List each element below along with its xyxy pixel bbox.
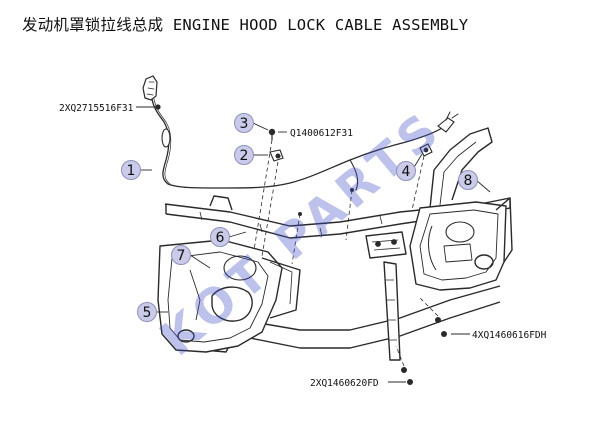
part-number-labels: 2XQ2715516F31 Q1400612F31 4XQ1460616FDH … [59, 103, 547, 389]
callout-4: 4 [396, 161, 416, 181]
right-side-panel [409, 197, 513, 291]
callout-2-label: 2 [240, 148, 249, 164]
callout-6-label: 6 [216, 230, 225, 246]
part-number-2xq2715516f31: 2XQ2715516F31 [59, 103, 134, 114]
clip-bolt-3 [268, 128, 276, 140]
part-number-2xq1460620fd: 2XQ1460620FD [310, 378, 379, 389]
callout-5-label: 5 [143, 305, 152, 321]
cable-clip-4 [419, 143, 433, 157]
hood-lock-cable [142, 75, 459, 191]
callout-3: 3 [234, 113, 254, 133]
left-side-panel [157, 239, 301, 353]
callout-1: 1 [121, 160, 141, 180]
callout-5: 5 [137, 302, 157, 322]
callout-3-label: 3 [240, 116, 249, 132]
cable-clip-2 [269, 149, 284, 162]
callouts: 1 2 3 4 5 6 7 [121, 113, 478, 322]
part-number-q1400612f31: Q1400612F31 [290, 128, 353, 139]
dashed-guide-lines [253, 139, 439, 367]
callout-1-label: 1 [127, 163, 136, 179]
callout-2: 2 [234, 145, 254, 165]
fasteners [155, 104, 447, 385]
callout-8: 8 [458, 170, 478, 190]
callout-6: 6 [210, 227, 230, 247]
callout-7-label: 7 [177, 248, 186, 264]
watermark-text: KOT PARTS [150, 100, 454, 367]
callout-8-label: 8 [464, 173, 473, 189]
diagram-title: 发动机罩锁拉线总成 ENGINE HOOD LOCK CABLE ASSEMBL… [22, 16, 469, 34]
callout-7: 7 [171, 245, 191, 265]
part-number-4xq1460616fdh: 4XQ1460616FDH [472, 330, 547, 341]
callout-4-label: 4 [402, 164, 411, 180]
